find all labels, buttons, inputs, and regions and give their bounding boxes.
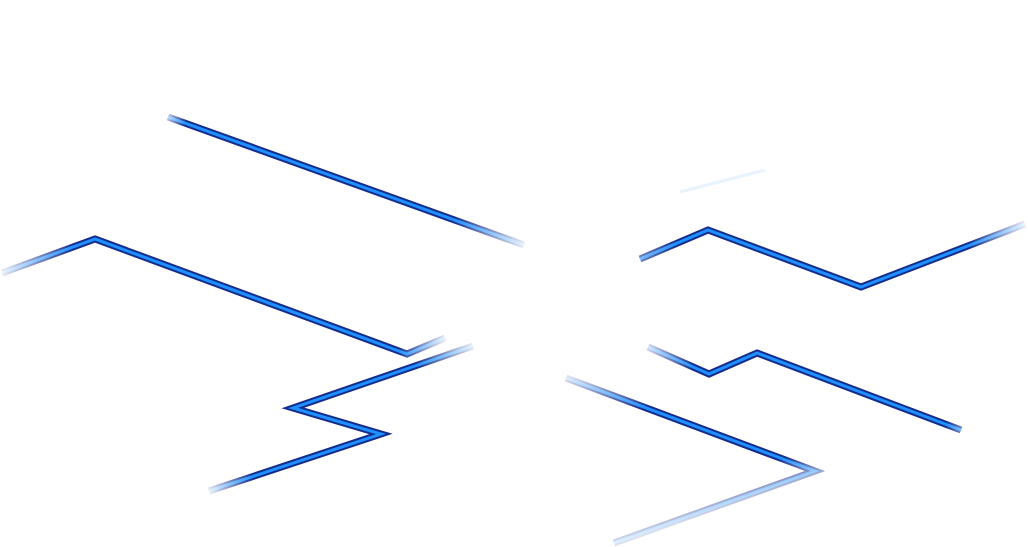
zigzag-line bbox=[646, 343, 963, 434]
line-outer-stroke bbox=[564, 374, 826, 547]
line-inner-stroke bbox=[208, 344, 474, 493]
zigzag-line bbox=[166, 113, 526, 249]
line-group bbox=[0, 113, 1027, 547]
zigzag-line bbox=[207, 342, 475, 495]
zigzag-line bbox=[564, 374, 826, 547]
zigzag-line bbox=[638, 220, 1027, 291]
line-outer-stroke bbox=[646, 343, 963, 434]
line-inner-stroke bbox=[1, 237, 446, 356]
line-outer-stroke bbox=[207, 342, 475, 495]
line-outer-stroke bbox=[0, 235, 447, 358]
line-inner-stroke bbox=[565, 376, 820, 545]
line-inner-stroke bbox=[647, 345, 962, 432]
line-inner-stroke bbox=[639, 222, 1026, 289]
faint-line bbox=[679, 168, 766, 194]
line-inner-stroke bbox=[167, 115, 525, 247]
zigzag-line bbox=[0, 235, 447, 358]
